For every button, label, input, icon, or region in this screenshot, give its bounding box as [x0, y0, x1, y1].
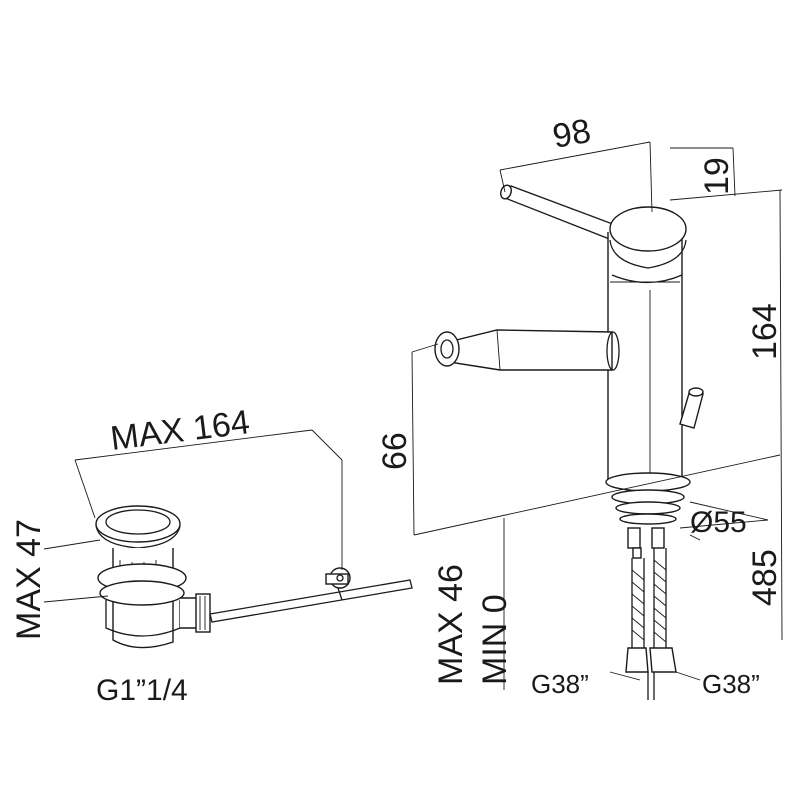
faucet-body — [607, 206, 687, 481]
waste-dimension-lines — [43, 429, 343, 603]
dim-waste-max-height: MAX 47 — [10, 519, 48, 640]
faucet-hoses — [625, 527, 677, 700]
dim-hose-length: 485 — [746, 549, 784, 606]
waste-rod — [209, 567, 413, 623]
dim-spout-height: 66 — [376, 432, 414, 470]
dim-hose-thread-right: G38” — [702, 669, 760, 699]
faucet-lever — [500, 184, 619, 241]
faucet-spout — [434, 329, 620, 371]
faucet-dimension-lines — [411, 141, 783, 690]
waste-assembly — [95, 505, 413, 649]
faucet-base — [605, 472, 691, 525]
dim-lever-height: 19 — [698, 157, 736, 195]
dim-total-height: 164 — [746, 303, 784, 360]
waste-body — [97, 548, 211, 649]
dim-lever-reach: 98 — [550, 112, 594, 156]
dim-hose-thread-left: G38” — [531, 669, 589, 699]
dim-waste-max-length: MAX 164 — [108, 403, 251, 458]
waste-cap — [95, 505, 181, 549]
dim-deck-min: MIN 0 — [476, 594, 514, 685]
dim-waste-thread: G1”1/4 — [96, 674, 188, 707]
faucet-popup-knob — [679, 387, 704, 429]
dim-deck-max: MAX 46 — [432, 564, 470, 685]
faucet — [434, 184, 704, 700]
dim-base-diameter: Ø55 — [690, 506, 747, 539]
